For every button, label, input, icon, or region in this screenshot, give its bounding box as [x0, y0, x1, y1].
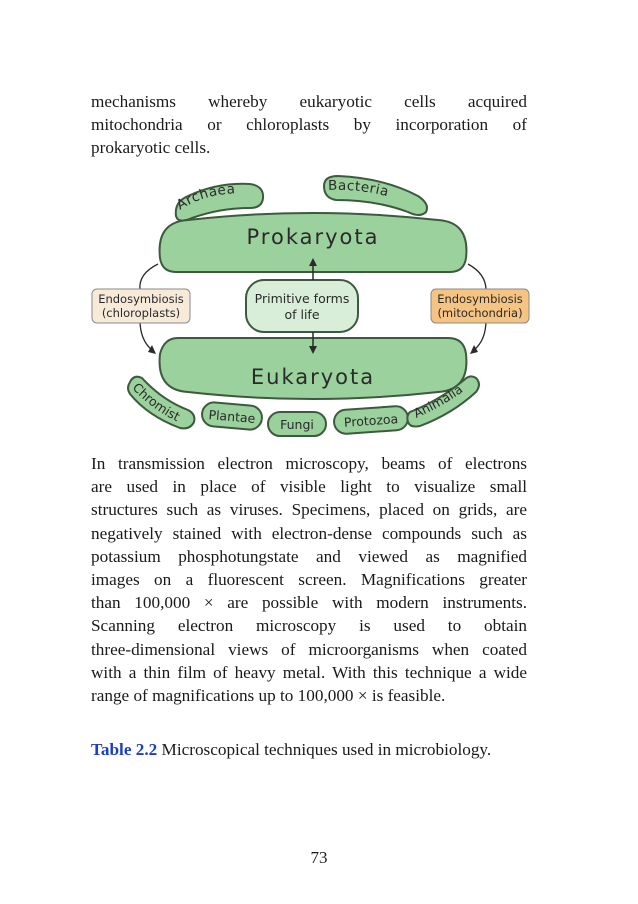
primitive-forms-label: Primitive forms — [255, 291, 350, 306]
table-caption-text: Microscopical techniques used in microbi… — [157, 740, 492, 759]
eukaryota-label: Eukaryota — [251, 365, 375, 389]
endosymbiosis-chloroplasts-box — [91, 288, 191, 324]
text-line: In transmission electron microscopy, bea… — [91, 454, 527, 473]
text-line: Scanning electron microscopy is used to … — [91, 616, 527, 636]
text-line: with a thin film of heavy metal. With th… — [91, 662, 527, 682]
primitive-to-eukaryota-arrow — [309, 332, 317, 354]
text-line: mitochondria or chloroplasts by incorpor… — [91, 115, 527, 135]
intro-paragraph: mechanisms whereby eukaryotic cells acqu… — [91, 90, 527, 160]
endosymbiosis-chloroplasts-label-2: (chloroplasts) — [102, 306, 180, 320]
endosymbiosis-chloroplasts-label: Endosymbiosis — [98, 292, 184, 306]
fungi-label: Fungi — [280, 417, 314, 432]
text-line: than 100,000 × are possible with modern … — [91, 593, 527, 613]
endosymbiosis-mitochondria-label-2: (mitochondria) — [437, 306, 522, 320]
table-caption-label: Table 2.2 — [91, 740, 158, 759]
text-line: prokaryotic cells. — [91, 138, 211, 158]
endosymbiosis-mitochondria-box — [430, 288, 530, 324]
bacteria-label-box: Bacteria — [322, 174, 428, 216]
primitive-forms-label-2: of life — [284, 307, 319, 322]
text-line: are used in place of visible light to vi… — [91, 477, 527, 497]
text-line: negatively stained with electron-dense c… — [91, 523, 527, 543]
text-line: mechanisms whereby eukaryotic cells acqu… — [91, 92, 527, 111]
text-line: potassium phosphotungstate and viewed as… — [91, 546, 527, 566]
page-number: 73 — [310, 848, 328, 867]
plantae-label-box: Plantae — [201, 401, 263, 431]
table-caption: Table 2.2 Microscopical techniques used … — [91, 740, 491, 760]
classification-diagram: Archaea Bacteria Prokaryota Eukaryota Pr… — [88, 172, 538, 440]
text-line: three-dimensional views of microorganism… — [91, 639, 527, 659]
prokaryota-label: Prokaryota — [247, 225, 380, 249]
eukaryota-band — [158, 337, 468, 400]
plantae-label: Plantae — [208, 407, 256, 426]
primitive-forms-box — [245, 279, 359, 333]
text-line: structures such as viruses. Specimens, p… — [91, 500, 527, 520]
text-line: range of magnifications up to 100,000 × … — [91, 686, 446, 706]
protozoa-label: Protozoa — [343, 411, 398, 430]
text-line: images on a fluorescent screen. Magnific… — [91, 570, 527, 590]
prokaryota-band — [158, 212, 468, 273]
protozoa-label-box: Protozoa — [333, 405, 409, 435]
primitive-to-prokaryota-arrow — [309, 258, 317, 280]
endosymbiosis-mitochondria-label: Endosymbiosis — [437, 292, 523, 306]
tem-sem-paragraph: In transmission electron microscopy, bea… — [91, 452, 527, 707]
fungi-label-box: Fungi — [267, 411, 327, 437]
